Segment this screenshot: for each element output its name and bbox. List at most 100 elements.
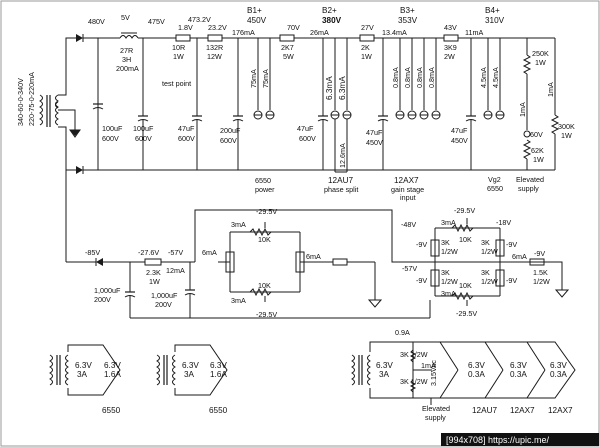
label-43v: 43V bbox=[444, 23, 457, 32]
cap2-value: 100uF bbox=[133, 124, 154, 133]
label-26ma: 26mA bbox=[310, 28, 329, 37]
stage-gain: gain stage bbox=[391, 185, 424, 194]
tap-group-vg2 bbox=[483, 38, 505, 120]
label-1-8v: 1.8V bbox=[178, 23, 193, 32]
bias-57v: -57V bbox=[168, 248, 183, 257]
bias-27-6v: -27.6V bbox=[138, 248, 159, 257]
bias-2-3k-watt: 1W bbox=[149, 277, 160, 286]
tap-75ma-b: 75mA bbox=[261, 69, 270, 88]
r62k-watt: 1W bbox=[533, 155, 544, 164]
heater3-a3: 0.3A bbox=[510, 370, 527, 379]
b1-volt: 450V bbox=[247, 16, 267, 25]
heater-transformer-3 bbox=[351, 341, 576, 405]
cap6-value: 47uF bbox=[366, 128, 383, 137]
cap5-volt: 600V bbox=[299, 134, 316, 143]
r10-watt: 1W bbox=[173, 52, 184, 61]
cap3-volt: 600V bbox=[178, 134, 195, 143]
heater3-v3: 6.3V bbox=[510, 361, 527, 370]
bias-bridge-left bbox=[218, 222, 383, 308]
heater-transformer-2 bbox=[156, 344, 228, 396]
tap-75ma-a: 75mA bbox=[249, 69, 258, 88]
divider-1ma-b: 1mA bbox=[546, 82, 555, 97]
bias-48v: -48V bbox=[401, 220, 416, 229]
heater1-v2: 6.3V bbox=[104, 361, 121, 370]
heater3-a: 3A bbox=[379, 370, 390, 379]
bias-10k-d: 10K bbox=[459, 281, 472, 290]
r132-value: 132R bbox=[206, 43, 223, 52]
label-473v: 473.2V bbox=[188, 15, 211, 24]
bias-10k-c: 10K bbox=[459, 235, 472, 244]
r300k-value: 300K bbox=[558, 122, 575, 131]
r2k-value: 2K bbox=[361, 43, 370, 52]
bias-3ma-top-left: 3mA bbox=[231, 220, 246, 229]
heater3-12ax7-b: 12AX7 bbox=[548, 406, 573, 415]
label-70v: 70V bbox=[287, 23, 300, 32]
heater3-1ma: 1mA bbox=[421, 361, 436, 370]
stage-6550-vg2: 6550 bbox=[487, 184, 503, 193]
cap7-value: 47uF bbox=[451, 126, 468, 135]
cap-2 bbox=[137, 38, 149, 170]
heater2-v: 6.3V bbox=[182, 361, 199, 370]
label-475v: 475V bbox=[148, 17, 165, 26]
bias-12ma: 12mA bbox=[166, 266, 185, 275]
heater1-a: 3A bbox=[77, 370, 88, 379]
b2-name: B2+ bbox=[322, 6, 337, 15]
b4-volt: 310V bbox=[485, 16, 505, 25]
cap-1 bbox=[92, 38, 104, 170]
bias-3k-a-w: 1/2W bbox=[441, 247, 458, 256]
cap-4 bbox=[232, 38, 244, 170]
watermark-bar bbox=[441, 433, 599, 446]
stage-12ax7: 12AX7 bbox=[394, 176, 419, 185]
label-11ma: 11mA bbox=[465, 28, 483, 37]
cap-5 bbox=[317, 38, 329, 170]
bias-9v-c: -9V bbox=[416, 276, 427, 285]
bias-3k-d-w: 1/2W bbox=[481, 277, 498, 286]
heater2-tube: 6550 bbox=[209, 406, 228, 415]
tap-group-6550 bbox=[253, 38, 275, 120]
cap6-volt: 450V bbox=[366, 138, 383, 147]
b1-name: B1+ bbox=[247, 6, 262, 15]
heater3-3k-a: 3K 1/2W bbox=[400, 350, 428, 359]
r3k9-value: 3K9 bbox=[444, 43, 457, 52]
heater2-v2: 6.3V bbox=[210, 361, 227, 370]
bias-3k-b-w: 1/2W bbox=[481, 247, 498, 256]
bias-3ma-r2: 3mA bbox=[441, 289, 456, 298]
resistor-10r bbox=[175, 34, 191, 42]
transformer-rating: 340-60-0-340V bbox=[16, 78, 25, 126]
cap4-value: 200uF bbox=[220, 126, 241, 135]
bias-29-5v-d: -29.5V bbox=[456, 309, 477, 318]
tap-6-3ma-b: 6.3mA bbox=[338, 76, 347, 100]
heater1-tube: 6550 bbox=[102, 406, 121, 415]
bias-3k-b: 3K bbox=[481, 238, 490, 247]
label-27v: 27V bbox=[361, 23, 374, 32]
tap-4-5ma-a: 4.5mA bbox=[479, 67, 488, 88]
heater1-a2: 1.6A bbox=[104, 370, 121, 379]
bias-3ma-r: 3mA bbox=[441, 218, 456, 227]
test-point-label: test point bbox=[162, 79, 191, 88]
cap2-volt: 600V bbox=[135, 134, 152, 143]
bias-cap2-volt: 200V bbox=[155, 300, 172, 309]
stage-12au7: 12AU7 bbox=[328, 176, 353, 185]
bias-57v-r: -57V bbox=[402, 264, 417, 273]
tap-group-12au7 bbox=[330, 38, 352, 173]
cap-6 bbox=[377, 38, 389, 170]
rectifier-diode-top bbox=[76, 34, 84, 42]
bias-diode bbox=[95, 258, 103, 266]
bias-9v-d: -9V bbox=[506, 276, 517, 285]
bias-bridge-right bbox=[420, 218, 570, 306]
heater3-a2: 0.3A bbox=[468, 370, 485, 379]
resistor-2k bbox=[359, 34, 375, 42]
bias-1-5k-w: 1/2W bbox=[533, 277, 550, 286]
bias-9v-a: -9V bbox=[416, 240, 427, 249]
cap3-value: 47uF bbox=[178, 124, 195, 133]
bias-10k-b: 10K bbox=[258, 281, 271, 290]
rectifier-diode-bottom bbox=[76, 166, 84, 174]
b3-name: B3+ bbox=[400, 6, 415, 15]
label-23v: 23.2V bbox=[208, 23, 227, 32]
heater3-a4: 0.3A bbox=[550, 370, 567, 379]
stage-phase-split: phase split bbox=[324, 185, 358, 194]
cap1-value: 100uF bbox=[102, 124, 123, 133]
cap4-volt: 600V bbox=[220, 136, 237, 145]
tap-group-12ax7 bbox=[395, 38, 441, 120]
